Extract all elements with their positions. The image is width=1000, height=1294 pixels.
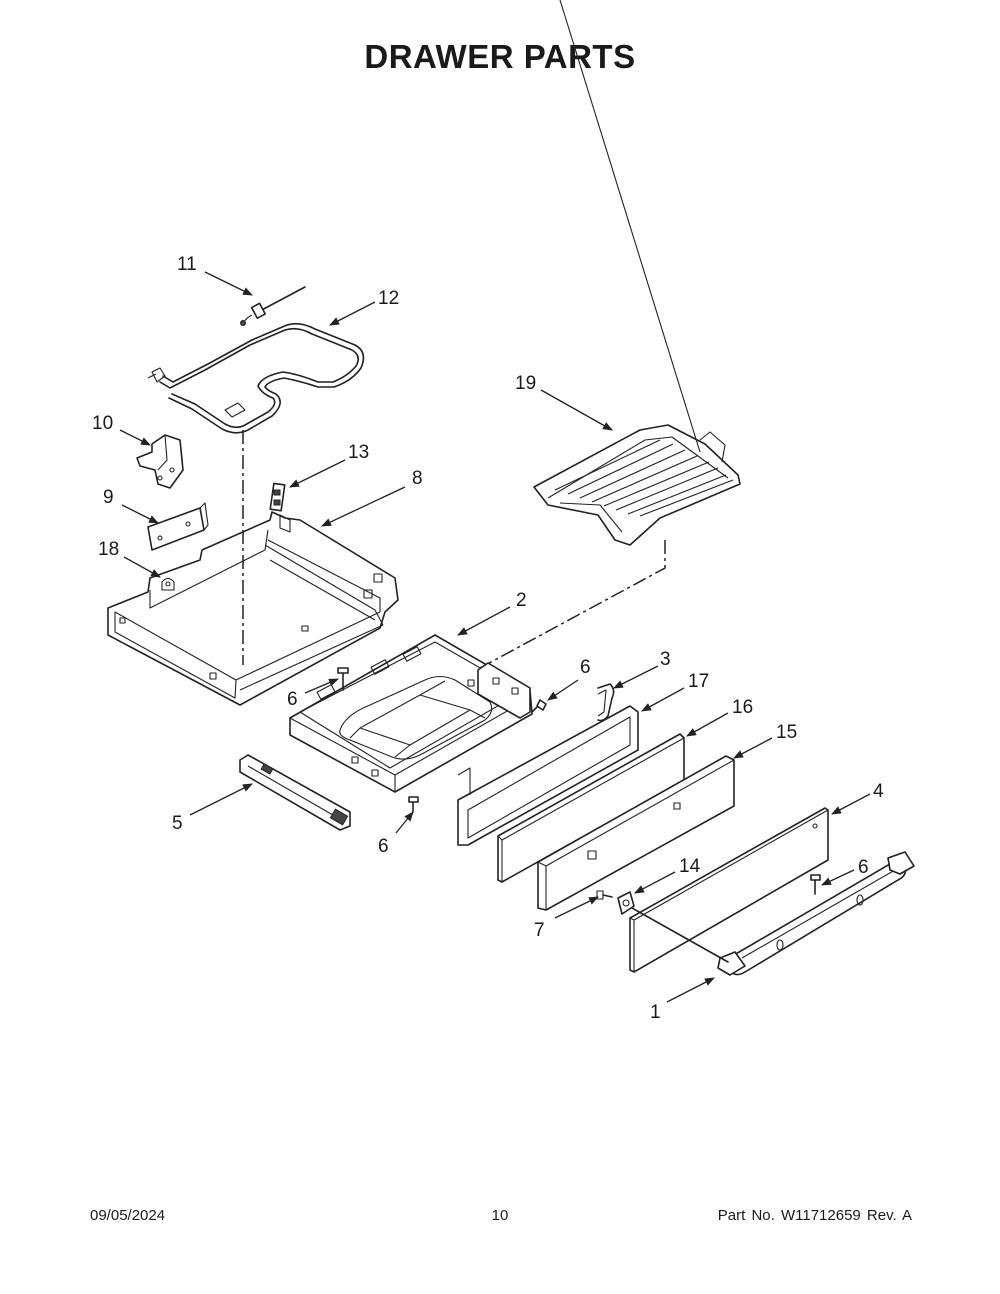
part-5-slide [239, 754, 351, 831]
part-9-plate [147, 502, 209, 551]
callout-16: 16 [732, 697, 753, 718]
callout-18: 18 [98, 539, 119, 560]
callout-3: 3 [660, 649, 671, 670]
callout-8: 8 [412, 468, 423, 489]
part-6-screw-c [408, 796, 419, 813]
part-6-screw-b [531, 699, 547, 713]
assembly-line-rack [479, 540, 666, 669]
callout-10: 10 [92, 413, 113, 434]
part-2-drawer-pan [289, 634, 533, 793]
callout-9: 9 [103, 487, 114, 508]
callout-17: 17 [688, 671, 709, 692]
part-13-bracket [269, 482, 286, 512]
callout-19: 19 [515, 373, 536, 394]
part-6-screw-a [337, 667, 349, 691]
callout-7: 7 [534, 920, 545, 941]
part-19-rack [533, 0, 741, 546]
callout-6-d: 6 [858, 857, 869, 878]
part-8-housing [107, 511, 399, 706]
callout-11: 11 [177, 254, 197, 275]
part-14-spacer [617, 891, 635, 915]
part-7-screw [596, 890, 613, 900]
callout-12: 12 [378, 288, 399, 309]
callout-14: 14 [679, 856, 701, 877]
part-11-sensor [240, 286, 306, 326]
footer-date: 09/05/2024 [90, 1207, 166, 1224]
callout-15: 15 [776, 722, 797, 743]
callout-6-a: 6 [287, 689, 298, 710]
part-17-inner-panel [457, 705, 639, 846]
callout-5: 5 [172, 813, 183, 834]
part-15-liner [537, 755, 735, 911]
footer-part-number: Part No. W11712659 Rev. A [717, 1207, 912, 1224]
part-1-handle [631, 851, 915, 976]
part-12-bake-element [147, 322, 365, 434]
footer-page-number: 10 [491, 1207, 509, 1224]
callout-13: 13 [348, 442, 369, 463]
part-4-door-panel [629, 807, 829, 973]
callout-6-b: 6 [580, 657, 591, 678]
part-6-screw-d [810, 874, 821, 895]
callout-2: 2 [516, 590, 527, 611]
part-18-clip [161, 577, 175, 591]
page-title: DRAWER PARTS [364, 38, 636, 75]
part-3-handle-bracket [597, 683, 615, 722]
part-10-bracket [136, 434, 184, 489]
callout-4: 4 [873, 781, 884, 802]
callout-1: 1 [650, 1002, 661, 1023]
callout-6-c: 6 [378, 836, 389, 857]
